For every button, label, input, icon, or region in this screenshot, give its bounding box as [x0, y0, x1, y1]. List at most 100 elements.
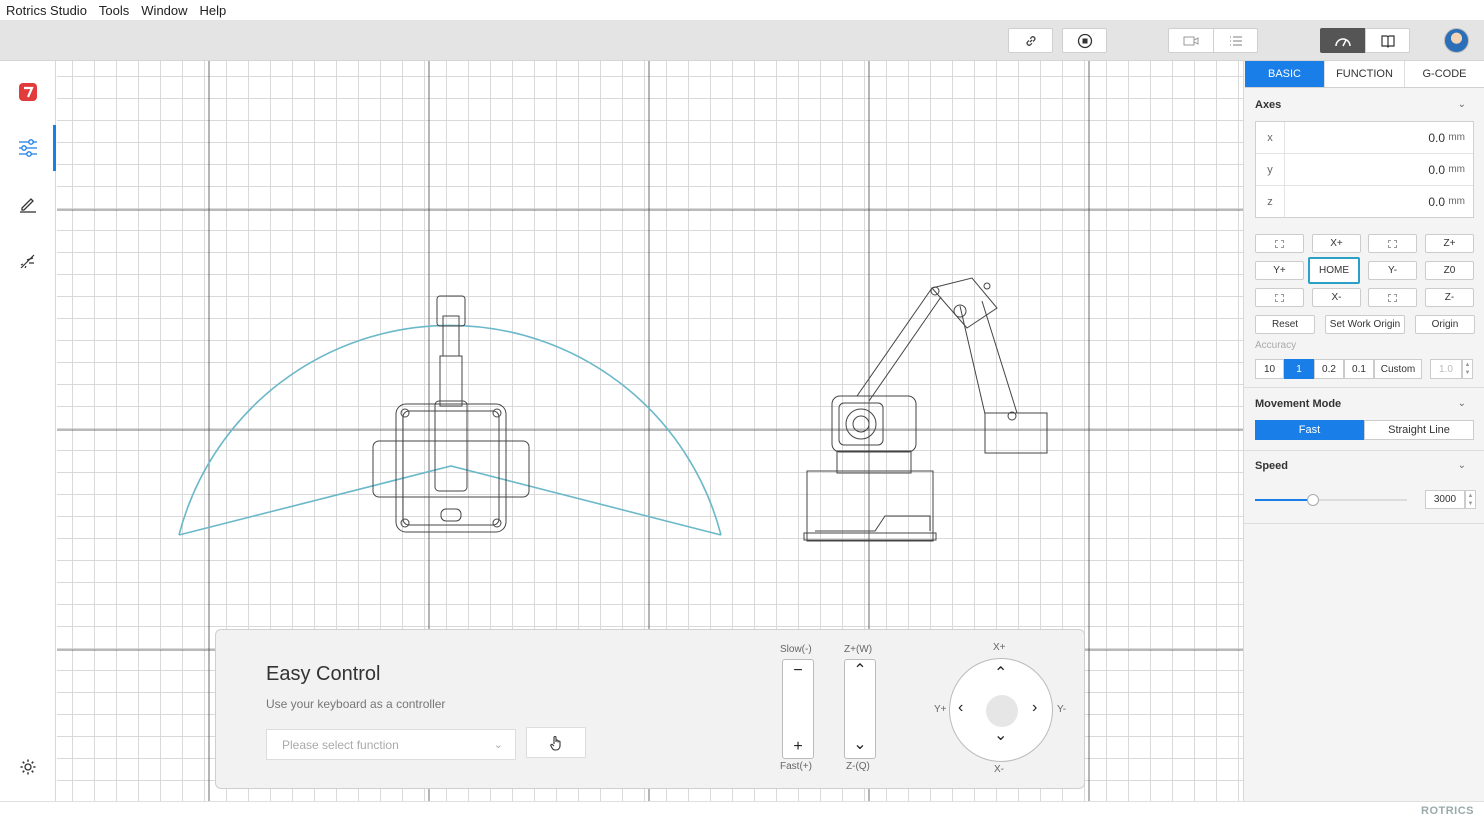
speed-spinner[interactable]: ▲▼ [1465, 490, 1476, 509]
x-minus-label: X- [994, 764, 1004, 775]
minus-icon[interactable]: − [793, 662, 803, 679]
chevron-down-icon[interactable]: ⌄ [1457, 460, 1466, 471]
jog-diagonal-button[interactable] [1255, 234, 1304, 253]
pen-icon [20, 198, 36, 213]
speed-input[interactable]: 3000 [1425, 490, 1465, 509]
jog-diagonal-button[interactable] [1368, 288, 1417, 307]
jog-diagonal-button[interactable] [1255, 288, 1304, 307]
chevron-left-icon[interactable]: ‹ [958, 699, 964, 716]
z-up-label: Z+(W) [844, 644, 873, 655]
axis-row-y: y 0.0 mm [1256, 154, 1473, 186]
divider [1244, 387, 1484, 388]
home-button[interactable]: HOME [1308, 257, 1360, 284]
x-plus-label: X+ [993, 642, 1006, 653]
reset-button[interactable]: Reset [1255, 315, 1315, 334]
list-icon [1229, 35, 1242, 46]
menu-window[interactable]: Window [141, 2, 188, 18]
sidebar-item-write-draw[interactable] [0, 181, 56, 227]
user-avatar[interactable] [1444, 28, 1469, 53]
mode-fast-button[interactable]: Fast [1255, 420, 1364, 440]
tab-basic[interactable]: BASIC [1245, 61, 1325, 87]
accuracy-option[interactable]: 0.1 [1344, 359, 1374, 379]
camera-button[interactable] [1168, 28, 1213, 53]
control-panel: BASIC FUNCTION G-CODE Axes ⌄ x 0.0 mm y … [1243, 61, 1484, 801]
rotrics-logo-icon [19, 83, 37, 101]
settings-button[interactable] [0, 744, 56, 790]
mode-straight-line-button[interactable]: Straight Line [1364, 420, 1474, 440]
list-button[interactable] [1213, 28, 1258, 53]
chevron-down-icon[interactable]: ⌄ [1457, 99, 1466, 110]
manual-button[interactable] [1365, 28, 1410, 53]
chevron-down-icon[interactable]: ⌄ [1457, 398, 1466, 409]
slow-label: Slow(-) [780, 644, 812, 655]
sidebar-item-home[interactable] [0, 69, 56, 115]
axis-row-x: x 0.0 mm [1256, 122, 1473, 154]
accuracy-label: Accuracy [1255, 340, 1297, 351]
robot-side-view [803, 277, 1048, 542]
record-button[interactable] [1062, 28, 1107, 53]
speed-bar[interactable]: − + [782, 659, 814, 759]
speed-slider-handle[interactable] [1306, 494, 1319, 506]
chevron-up-icon[interactable]: ⌃ [853, 662, 867, 679]
chevron-down-icon[interactable]: ⌄ [853, 736, 867, 753]
menu-tools[interactable]: Tools [98, 2, 130, 18]
set-work-origin-button[interactable]: Set Work Origin [1325, 315, 1405, 334]
panel-tabs: BASIC FUNCTION G-CODE [1245, 61, 1484, 88]
chevron-down-icon[interactable]: ⌄ [994, 727, 1008, 744]
hand-pointer-icon [550, 735, 561, 751]
plus-icon[interactable]: + [793, 738, 803, 755]
axis-value[interactable]: 0.0 [1428, 195, 1445, 209]
axis-label: z [1256, 186, 1285, 217]
axis-label: y [1256, 154, 1285, 185]
accuracy-spinner[interactable]: ▲▼ [1462, 359, 1473, 379]
jog-z0-button[interactable]: Z0 [1425, 261, 1474, 280]
jog-diagonal-button[interactable] [1368, 234, 1417, 253]
accuracy-option[interactable]: 10 [1255, 359, 1284, 379]
menu-help[interactable]: Help [199, 2, 227, 18]
camera-icon [1183, 36, 1199, 45]
dpad-center[interactable] [986, 695, 1018, 727]
speed-title: Speed [1255, 460, 1289, 472]
jog-x-minus-button[interactable]: X- [1312, 288, 1361, 307]
z-bar[interactable]: ⌃ ⌄ [844, 659, 876, 759]
chevron-right-icon[interactable]: › [1032, 699, 1038, 716]
jog-y-minus-button[interactable]: Y- [1368, 261, 1417, 280]
jog-z-minus-button[interactable]: Z- [1425, 288, 1474, 307]
gear-icon [20, 759, 36, 775]
connect-button[interactable] [1008, 28, 1053, 53]
tab-function[interactable]: FUNCTION [1325, 61, 1405, 87]
origin-button[interactable]: Origin [1415, 315, 1475, 334]
axis-label: x [1256, 122, 1285, 153]
control-mode-button[interactable] [1320, 28, 1365, 53]
fast-label: Fast(+) [780, 761, 812, 772]
divider [1244, 450, 1484, 451]
sliders-icon [19, 139, 37, 157]
accuracy-option-custom[interactable]: Custom [1374, 359, 1422, 379]
accuracy-option[interactable]: 1 [1284, 359, 1314, 379]
tab-gcode[interactable]: G-CODE [1405, 61, 1484, 87]
axis-value[interactable]: 0.0 [1428, 131, 1445, 145]
jog-y-plus-button[interactable]: Y+ [1255, 261, 1304, 280]
sidebar-item-basic-control[interactable] [0, 125, 56, 171]
workspace-canvas[interactable]: Easy Control Use your keyboard as a cont… [57, 61, 1243, 801]
chevron-up-icon[interactable]: ⌃ [994, 665, 1008, 682]
axis-unit: mm [1448, 132, 1465, 143]
direction-pad[interactable]: ⌃ ⌄ ‹ › [949, 658, 1053, 762]
function-select[interactable]: Please select function ⌄ [266, 729, 516, 760]
custom-accuracy-input[interactable]: 1.0 [1430, 359, 1462, 379]
axis-value[interactable]: 0.0 [1428, 163, 1445, 177]
sidebar-item-laser[interactable] [0, 238, 56, 284]
left-sidebar [0, 61, 56, 801]
menu-bar: Rotrics Studio Tools Window Help [0, 0, 1484, 20]
hand-tool-button[interactable] [526, 727, 586, 758]
menu-app[interactable]: Rotrics Studio [6, 2, 87, 18]
jog-z-plus-button[interactable]: Z+ [1425, 234, 1474, 253]
easy-control-title: Easy Control [266, 663, 381, 685]
link-icon [1025, 35, 1036, 46]
status-bar: ROTRICS [0, 801, 1484, 821]
z-down-label: Z-(Q) [846, 761, 870, 772]
axis-unit: mm [1448, 196, 1465, 207]
speed-slider[interactable] [1255, 494, 1407, 506]
jog-x-plus-button[interactable]: X+ [1312, 234, 1361, 253]
accuracy-option[interactable]: 0.2 [1314, 359, 1344, 379]
